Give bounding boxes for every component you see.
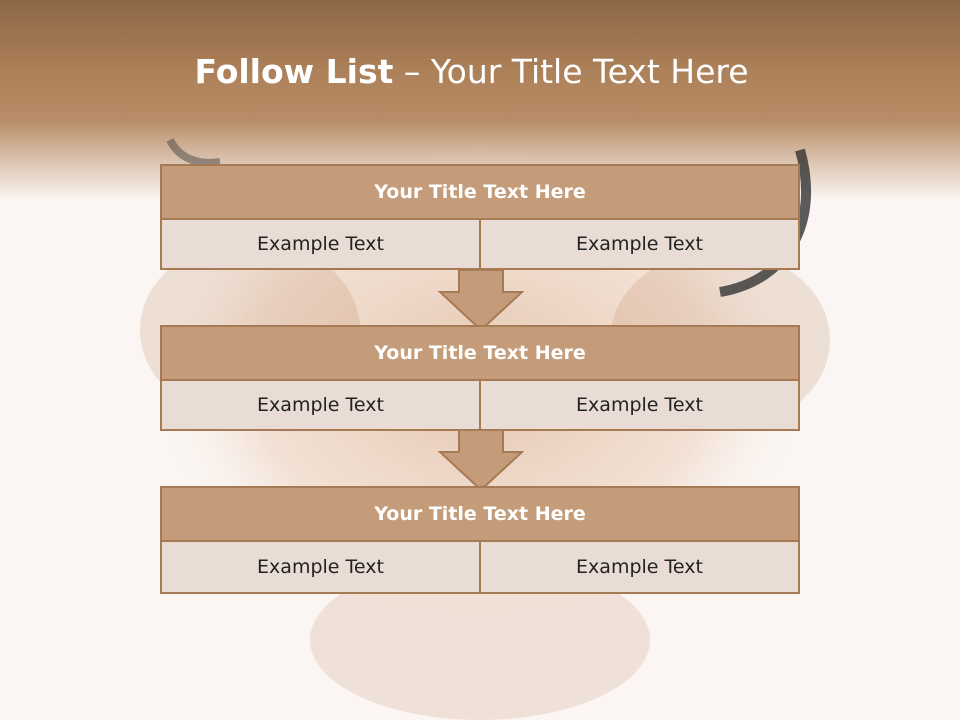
step-cell-right: Example Text	[481, 220, 800, 270]
step-cell-right: Example Text	[481, 381, 800, 431]
down-arrow-icon	[438, 430, 524, 492]
slide-title-bold: Follow List	[194, 52, 394, 91]
step-title: Your Title Text Here	[160, 164, 800, 220]
step-cell-right: Example Text	[481, 542, 800, 594]
step-row: Example Text Example Text	[160, 542, 800, 594]
step-row: Example Text Example Text	[160, 220, 800, 270]
step-block-1: Your Title Text Here Example Text Exampl…	[160, 164, 800, 270]
step-block-3: Your Title Text Here Example Text Exampl…	[160, 486, 800, 594]
down-arrow-icon	[438, 270, 524, 332]
step-title: Your Title Text Here	[160, 486, 800, 542]
step-row: Example Text Example Text	[160, 381, 800, 431]
slide-title: Follow List – Your Title Text Here	[0, 52, 943, 91]
step-cell-left: Example Text	[160, 542, 481, 594]
slide-title-rest: – Your Title Text Here	[393, 52, 749, 91]
step-title: Your Title Text Here	[160, 325, 800, 381]
step-cell-left: Example Text	[160, 220, 481, 270]
step-block-2: Your Title Text Here Example Text Exampl…	[160, 325, 800, 431]
step-cell-left: Example Text	[160, 381, 481, 431]
